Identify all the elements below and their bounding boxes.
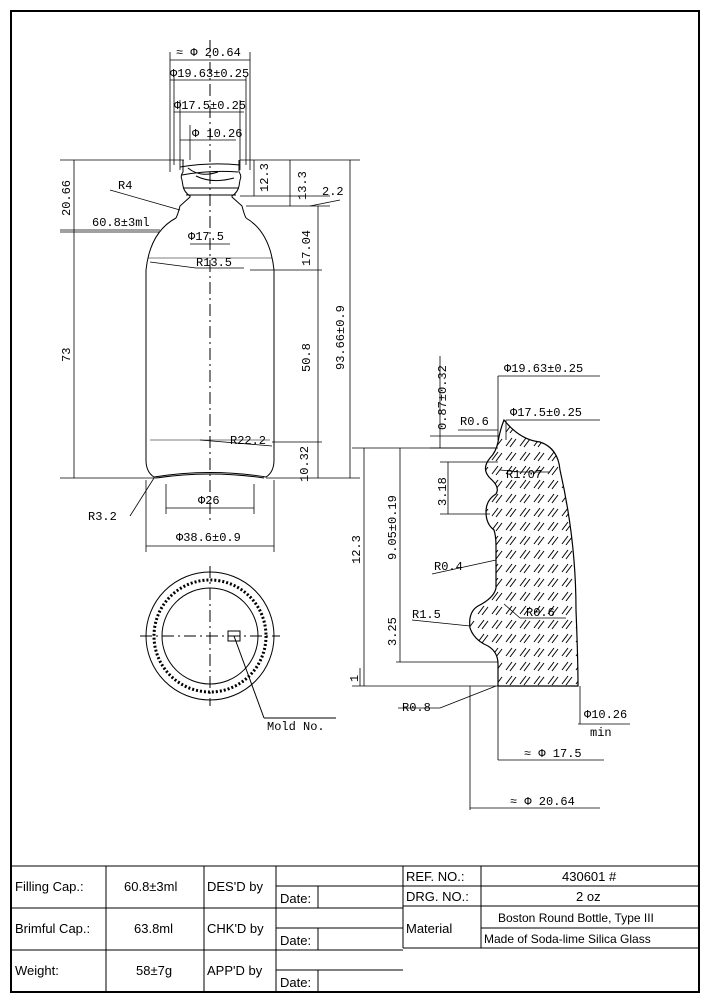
material-line-1: Boston Round Bottle, Type III (498, 911, 654, 925)
date-label-1: Date: (280, 891, 311, 906)
dim-d-20-64-top: ≈ Φ 20.64 (176, 46, 241, 60)
glass-cross-section (470, 420, 578, 686)
dim-h-93-66: 93.66±0.9 (334, 305, 348, 370)
filling-cap-label: Filling Cap.: (15, 879, 84, 894)
dim-h-73: 73 (60, 348, 74, 362)
detail-h-0-87: 0.87±0.32 (436, 365, 450, 430)
brimful-cap-value: 63.8ml (134, 921, 173, 936)
ref-no-value: 430601 # (562, 869, 617, 884)
appd-by-label: APP'D by (207, 963, 263, 978)
detail-r0-6-top: R0.6 (460, 415, 489, 429)
detail-d-17-5-approx: ≈ Φ 17.5 (524, 747, 582, 761)
dim-h-50-8: 50.8 (300, 343, 314, 372)
dim-d-38-6: Φ38.6±0.9 (176, 531, 241, 545)
brimful-cap-label: Brimful Cap.: (15, 921, 90, 936)
date-label-3: Date: (280, 975, 311, 990)
dim-h-17-04: 17.04 (300, 230, 314, 266)
dim-d-17-5: Φ17.5 (188, 230, 224, 244)
drg-no-value: 2 oz (576, 889, 601, 904)
detail-d-10-26: Φ10.26 (584, 708, 627, 722)
detail-min: min (590, 726, 612, 740)
dim-d-26: Φ26 (198, 494, 220, 508)
dim-h-12-3: 12.3 (258, 163, 272, 192)
top-diameter-dims (170, 52, 250, 172)
weight-value: 58±7g (136, 963, 172, 978)
detail-r1-07: R1.07 (506, 468, 542, 482)
detail-h-12-3: 12.3 (350, 535, 364, 564)
desd-by-label: DES'D by (207, 879, 263, 894)
detail-h-1: 1 (348, 675, 362, 682)
dim-d-17-5-tol: Φ17.5±0.25 (174, 99, 246, 113)
dim-r22-2: R22.2 (230, 434, 266, 448)
title-block (11, 866, 699, 992)
sheet-border (11, 11, 699, 992)
detail-r0-6-bot: R0.6 (526, 606, 555, 620)
detail-r1-5: R1.5 (412, 608, 441, 622)
right-vertical-dims (240, 160, 360, 478)
detail-dimension-lines (352, 356, 630, 810)
bottle-neck-outline-right (232, 160, 246, 218)
bottle-bottom-view (140, 566, 336, 718)
material-line-2: Made of Soda-lime Silica Glass (484, 932, 651, 946)
mold-number-mark (228, 631, 240, 641)
dim-r13-5: R13.5 (196, 256, 232, 270)
detail-h-3-18: 3.18 (436, 477, 450, 506)
label-mold-no: Mold No. (267, 720, 325, 734)
date-label-2: Date: (280, 933, 311, 948)
dim-r4: R4 (118, 179, 132, 193)
weight-label: Weight: (15, 963, 59, 978)
dim-d-19-63: Φ19.63±0.25 (170, 67, 249, 81)
left-vertical-dims (60, 160, 184, 478)
bottle-neck-outline (176, 160, 190, 218)
detail-d-20-64-approx: ≈ Φ 20.64 (510, 795, 575, 809)
detail-d-19-63: Φ19.63±0.25 (504, 362, 583, 376)
drg-no-label: DRG. NO.: (406, 889, 469, 904)
dim-h-10-32: 10.32 (298, 446, 312, 482)
dim-h-2-2: 2.2 (322, 185, 344, 199)
detail-d-17-5: Φ17.5±0.25 (510, 406, 582, 420)
filling-cap-value: 60.8±3ml (124, 879, 177, 894)
dim-d-10-26: Φ 10.26 (192, 127, 242, 141)
detail-r0-8: R0.8 (402, 701, 431, 715)
dim-r3-2: R3.2 (88, 510, 117, 524)
detail-h-9-05: 9.05±0.19 (386, 495, 400, 560)
dim-h-13-3: 13.3 (296, 171, 310, 200)
detail-r0-4: R0.4 (434, 560, 463, 574)
ref-no-label: REF. NO.: (406, 869, 465, 884)
detail-h-3-25: 3.25 (386, 617, 400, 646)
chkd-by-label: CHK'D by (207, 921, 264, 936)
dim-h-20-66: 20.66 (60, 180, 74, 216)
dim-cap-60-8: 60.8±3ml (92, 216, 150, 230)
finish-detail-section (470, 420, 578, 686)
material-label: Material (406, 921, 452, 936)
bottle-thread (180, 164, 240, 181)
